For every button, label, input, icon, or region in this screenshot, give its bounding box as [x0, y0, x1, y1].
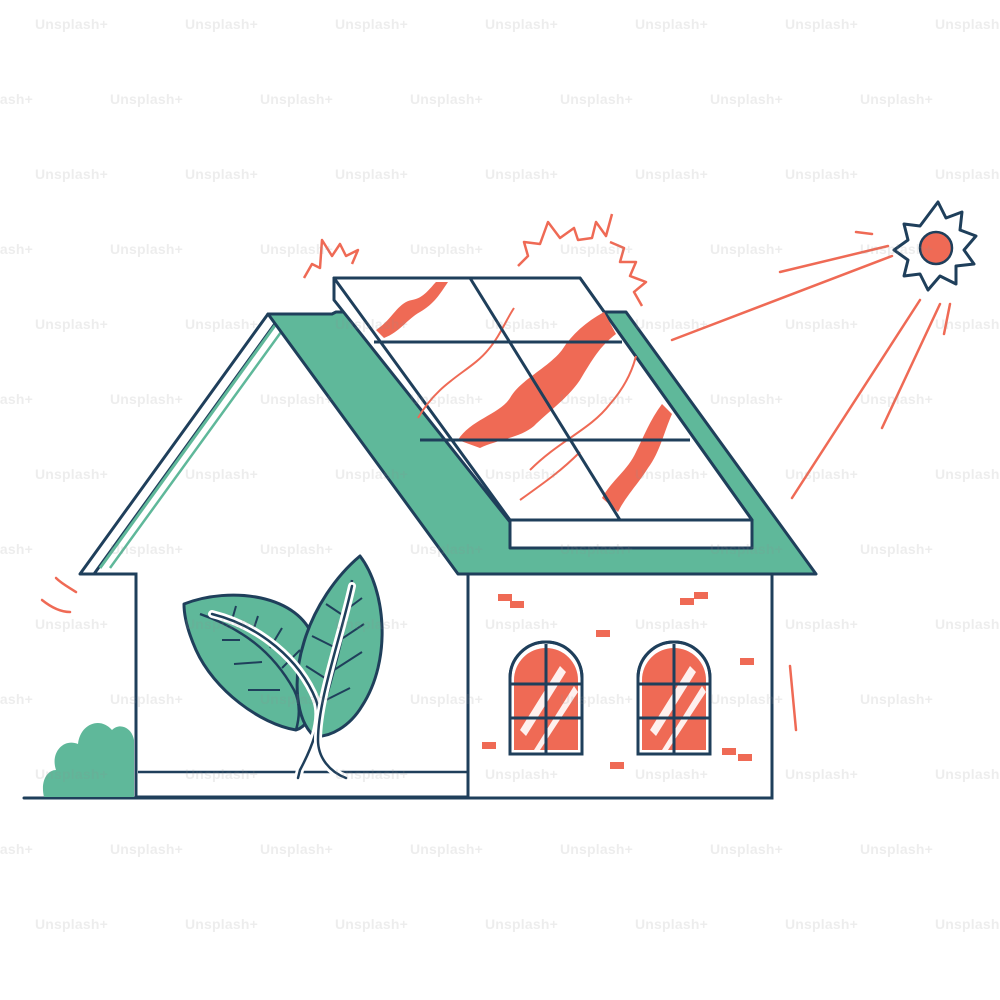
sun-rays: [670, 230, 952, 500]
panel-reflection-main: [458, 312, 616, 448]
panel-reflection-top: [376, 282, 448, 338]
arched-window-icon: [508, 640, 584, 756]
panel-reflection-lower: [602, 404, 672, 512]
solar-panel-icon: [332, 276, 754, 550]
accent-marks: [40, 576, 798, 732]
sun-icon: [892, 200, 978, 292]
leaf-icon: [182, 554, 384, 782]
brick-pattern: [482, 592, 754, 769]
arched-window-icon: [636, 640, 712, 756]
gable-roof-edge: [78, 312, 286, 580]
sparkle-icon: [302, 213, 648, 307]
bush-icon: [42, 722, 135, 797]
